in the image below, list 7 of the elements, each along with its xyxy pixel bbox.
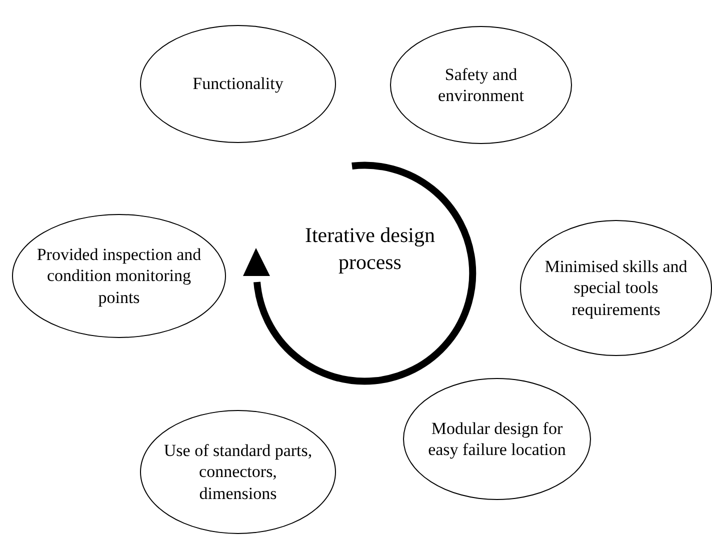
node-label: Safety and environment <box>437 64 525 106</box>
node-label: Minimised skills and special tools requirements <box>544 256 688 320</box>
node-label: Modular design for easy failure location <box>427 418 567 460</box>
node-label: Functionality <box>192 73 284 95</box>
node-label: Use of standard parts, connectors, dimensions <box>163 440 313 504</box>
center-label: Iterative design process <box>304 222 436 276</box>
node-label: Provided inspection and condition monitoring points <box>36 244 202 308</box>
